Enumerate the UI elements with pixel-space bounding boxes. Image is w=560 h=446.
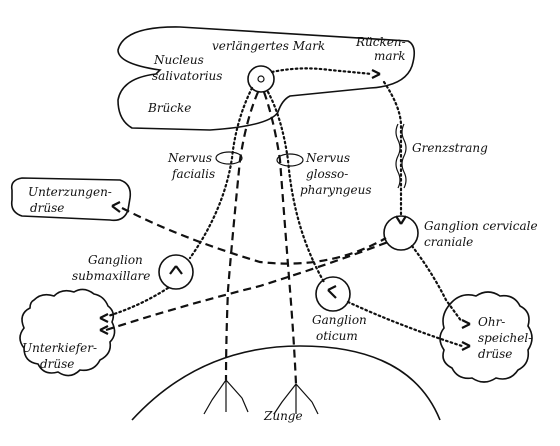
label-mark: mark bbox=[374, 49, 406, 63]
label-ganglion-oti: Ganglion bbox=[312, 313, 367, 327]
ganglion-oticum-circle bbox=[315, 276, 351, 312]
dotted-nucleus-to-mark bbox=[270, 67, 374, 76]
dotted-glosso-path bbox=[266, 90, 326, 284]
label-nervus-right: Nervus bbox=[305, 151, 350, 165]
grenzstrang-line-2 bbox=[401, 123, 407, 189]
label-nucleus: Nucleus bbox=[153, 53, 204, 67]
synapse-unterzungen bbox=[111, 201, 121, 213]
label-zunge: Zunge bbox=[263, 409, 303, 423]
synapse-oticum bbox=[327, 285, 337, 299]
label-verlaengertes-mark: verlängertes Mark bbox=[212, 39, 325, 53]
nucleus-center bbox=[257, 75, 265, 83]
zunge-endings-left bbox=[203, 379, 249, 415]
dashed-unterkiefer-to-cervicale bbox=[105, 240, 389, 332]
dotted-cervicale-to-ohr bbox=[410, 244, 464, 324]
label-ganglion-sub: Ganglion bbox=[88, 253, 143, 267]
dashed-glosso-to-zunge bbox=[262, 91, 298, 385]
label-oticum: oticum bbox=[316, 329, 358, 343]
dotted-submax-to-unterkiefer bbox=[106, 286, 170, 318]
synapse-mark bbox=[371, 69, 381, 79]
label-ruecken: Rücken- bbox=[355, 35, 406, 49]
dashed-unterzungen-to-cervicale bbox=[121, 207, 387, 265]
ganglion-cervicale-circle bbox=[383, 215, 419, 251]
synapse-ohr-1 bbox=[461, 319, 471, 329]
dotted-grenzstrang-path bbox=[382, 80, 403, 216]
label-speichel: speichel- bbox=[478, 331, 532, 345]
unterkiefer-druese-outline bbox=[19, 288, 116, 377]
label-facialis: facialis bbox=[171, 167, 215, 181]
zunge-outline bbox=[131, 345, 441, 421]
dotted-facialis-path bbox=[188, 86, 254, 260]
synapse-unterkiefer-1 bbox=[99, 313, 109, 323]
label-bruecke: Brücke bbox=[147, 101, 191, 115]
brain-outline bbox=[117, 26, 416, 131]
label-submaxillare: submaxillare bbox=[72, 269, 150, 283]
synapse-unterkiefer-2 bbox=[99, 325, 109, 335]
label-druese-1: drüse bbox=[30, 201, 64, 215]
nucleus-circle bbox=[247, 65, 275, 93]
label-nervus-left: Nervus bbox=[167, 151, 212, 165]
label-ohr: Ohr- bbox=[478, 315, 505, 329]
label-druese-2: drüse bbox=[40, 357, 74, 371]
label-unterkiefer: Unterkiefer- bbox=[22, 341, 97, 355]
ohrspeichel-druese-outline bbox=[439, 291, 533, 383]
label-unterzungen: Unterzungen- bbox=[28, 185, 112, 199]
dotted-oticum-to-ohr bbox=[346, 300, 464, 348]
label-glosso: glosso- bbox=[306, 167, 348, 181]
zunge-endings-right bbox=[273, 383, 319, 415]
label-pharyngeus: pharyngeus bbox=[300, 183, 371, 197]
dashed-facialis-to-zunge bbox=[224, 91, 260, 381]
label-salivatorius: salivatorius bbox=[152, 69, 222, 83]
label-ganglion-cerv: Ganglion cervicale bbox=[424, 219, 538, 233]
synapse-cervicale bbox=[395, 215, 407, 225]
facialis-ellipse bbox=[215, 151, 243, 165]
glosso-ellipse bbox=[276, 153, 304, 167]
label-druese-3: drüse bbox=[478, 347, 512, 361]
label-craniale: craniale bbox=[424, 235, 473, 249]
ganglion-submaxillare-circle bbox=[158, 254, 194, 290]
grenzstrang-line-1 bbox=[395, 123, 401, 189]
synapse-submax bbox=[169, 265, 183, 275]
label-grenzstrang: Grenzstrang bbox=[412, 141, 488, 155]
synapse-ohr-2 bbox=[461, 341, 471, 351]
